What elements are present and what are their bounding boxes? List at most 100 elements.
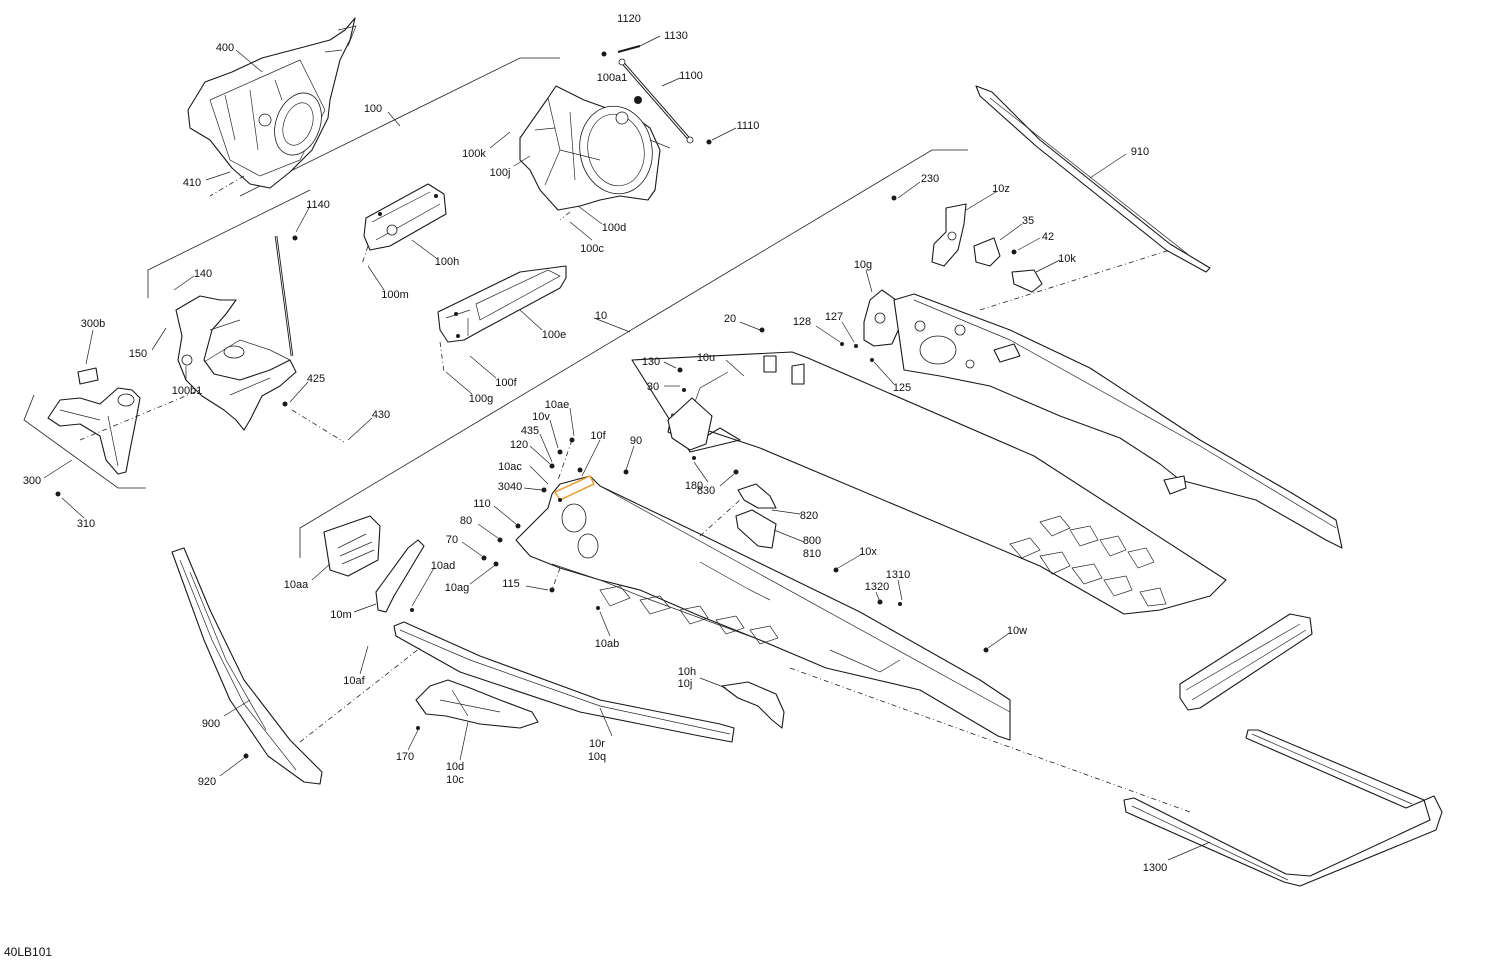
callout-810: 810	[803, 548, 821, 560]
callout-10u: 10u	[697, 352, 715, 364]
callout-10j: 10j	[678, 678, 693, 690]
part-1300-bumper	[1123, 729, 1443, 887]
callout-70: 70	[446, 534, 458, 546]
callout-425: 425	[307, 373, 325, 385]
callout-10h: 10h	[678, 666, 696, 678]
callout-10m: 10m	[330, 609, 351, 621]
callout-1310: 1310	[886, 569, 910, 581]
part-10g-side-plate	[840, 289, 901, 362]
callout-1130: 1130	[664, 30, 688, 42]
callout-20: 20	[724, 313, 736, 325]
callout-100a1: 100a1	[597, 72, 628, 84]
callout-300: 300	[23, 475, 41, 487]
callout-1140: 1140	[306, 199, 330, 211]
part-140-rear-housing	[175, 235, 298, 431]
part-10d-bracket	[415, 679, 539, 730]
group-frame-300	[23, 394, 146, 489]
callout-125: 125	[893, 382, 911, 394]
callout-130: 130	[642, 356, 660, 368]
callout-1120: 1120	[617, 13, 641, 25]
callout-1100: 1100	[679, 70, 703, 82]
callout-10r: 10r	[589, 738, 605, 750]
part-10h-plate	[721, 681, 785, 729]
callout-100d: 100d	[602, 222, 626, 234]
callout-100b1: 100b1	[172, 385, 203, 397]
part-10u-tunnel-panel	[631, 327, 1227, 615]
callout-30: 30	[647, 381, 659, 393]
callout-10k: 10k	[1058, 253, 1076, 265]
callout-100m: 100m	[381, 289, 409, 301]
part-10r-strip	[393, 621, 735, 743]
callout-1300: 1300	[1143, 862, 1167, 874]
callout-80: 80	[460, 515, 472, 527]
part-300-support	[47, 367, 141, 497]
callout-100k: 100k	[462, 148, 486, 160]
part-100-housing-assembly	[519, 85, 671, 211]
callout-10ag: 10ag	[445, 582, 469, 594]
callout-10c: 10c	[446, 774, 464, 786]
leader-lines	[43, 35, 1211, 861]
callout-910: 910	[1131, 146, 1149, 158]
callout-100f: 100f	[495, 377, 517, 389]
part-900-rail	[171, 547, 323, 785]
callout-115: 115	[502, 578, 520, 590]
callout-90: 90	[630, 435, 642, 447]
diagram-code: 40LB101	[4, 945, 52, 959]
callout-127: 127	[825, 311, 843, 323]
part-820-800-brackets	[733, 469, 777, 549]
part-10aa-panel	[323, 515, 381, 577]
callout-180: 180	[685, 480, 703, 492]
group-frame-10	[299, 149, 968, 558]
callout-100j: 100j	[490, 167, 511, 179]
callout-10ae: 10ae	[545, 399, 569, 411]
callout-10z: 10z	[992, 183, 1010, 195]
callout-10d: 10d	[446, 761, 464, 773]
callout-10ac: 10ac	[498, 461, 522, 473]
callout-100g: 100g	[469, 393, 493, 405]
callout-1110: 1110	[737, 120, 760, 132]
callout-140: 140	[194, 268, 212, 280]
callout-435: 435	[521, 425, 539, 437]
callout-110: 110	[473, 498, 491, 510]
callout-10g: 10g	[854, 259, 872, 271]
callout-10v: 10v	[532, 411, 550, 423]
callout-100: 100	[364, 103, 382, 115]
callout-300b: 300b	[81, 318, 105, 330]
part-10m-strip	[375, 539, 425, 613]
callout-42: 42	[1042, 231, 1054, 243]
callout-920: 920	[198, 776, 216, 788]
part-100e-bracket	[437, 265, 567, 343]
callout-10f: 10f	[590, 430, 606, 442]
group-frame-100	[147, 57, 560, 298]
callout-230: 230	[921, 173, 939, 185]
part-rear-reinforcement	[1179, 613, 1313, 711]
callout-10ad: 10ad	[431, 560, 455, 572]
callout-120: 120	[510, 439, 528, 451]
part-100h-cover	[363, 183, 447, 251]
callout-10q: 10q	[588, 751, 606, 763]
callout-100h: 100h	[435, 256, 459, 268]
callout-10w: 10w	[1007, 625, 1027, 637]
callout-170: 170	[396, 751, 414, 763]
callout-150: 150	[129, 348, 147, 360]
part-tunnel-side-rail	[893, 293, 1343, 549]
callout-900: 900	[202, 718, 220, 730]
callout-800: 800	[803, 535, 821, 547]
part-910-rail	[975, 85, 1211, 273]
part-400-front-housing	[187, 17, 357, 189]
callout-10af: 10af	[343, 675, 365, 687]
callout-100e: 100e	[542, 329, 566, 341]
callout-10x: 10x	[859, 546, 877, 558]
callout-820: 820	[800, 510, 818, 522]
fastener-cluster	[481, 437, 575, 567]
part-10-tunnel-frame	[515, 467, 1011, 741]
callout-100c: 100c	[580, 243, 604, 255]
callout-10: 10	[595, 310, 607, 322]
callout-35: 35	[1022, 215, 1034, 227]
callout-128: 128	[793, 316, 811, 328]
part-1100-strut-rod	[601, 45, 712, 145]
callout-10aa: 10aa	[284, 579, 309, 591]
callout-310: 310	[77, 518, 95, 530]
